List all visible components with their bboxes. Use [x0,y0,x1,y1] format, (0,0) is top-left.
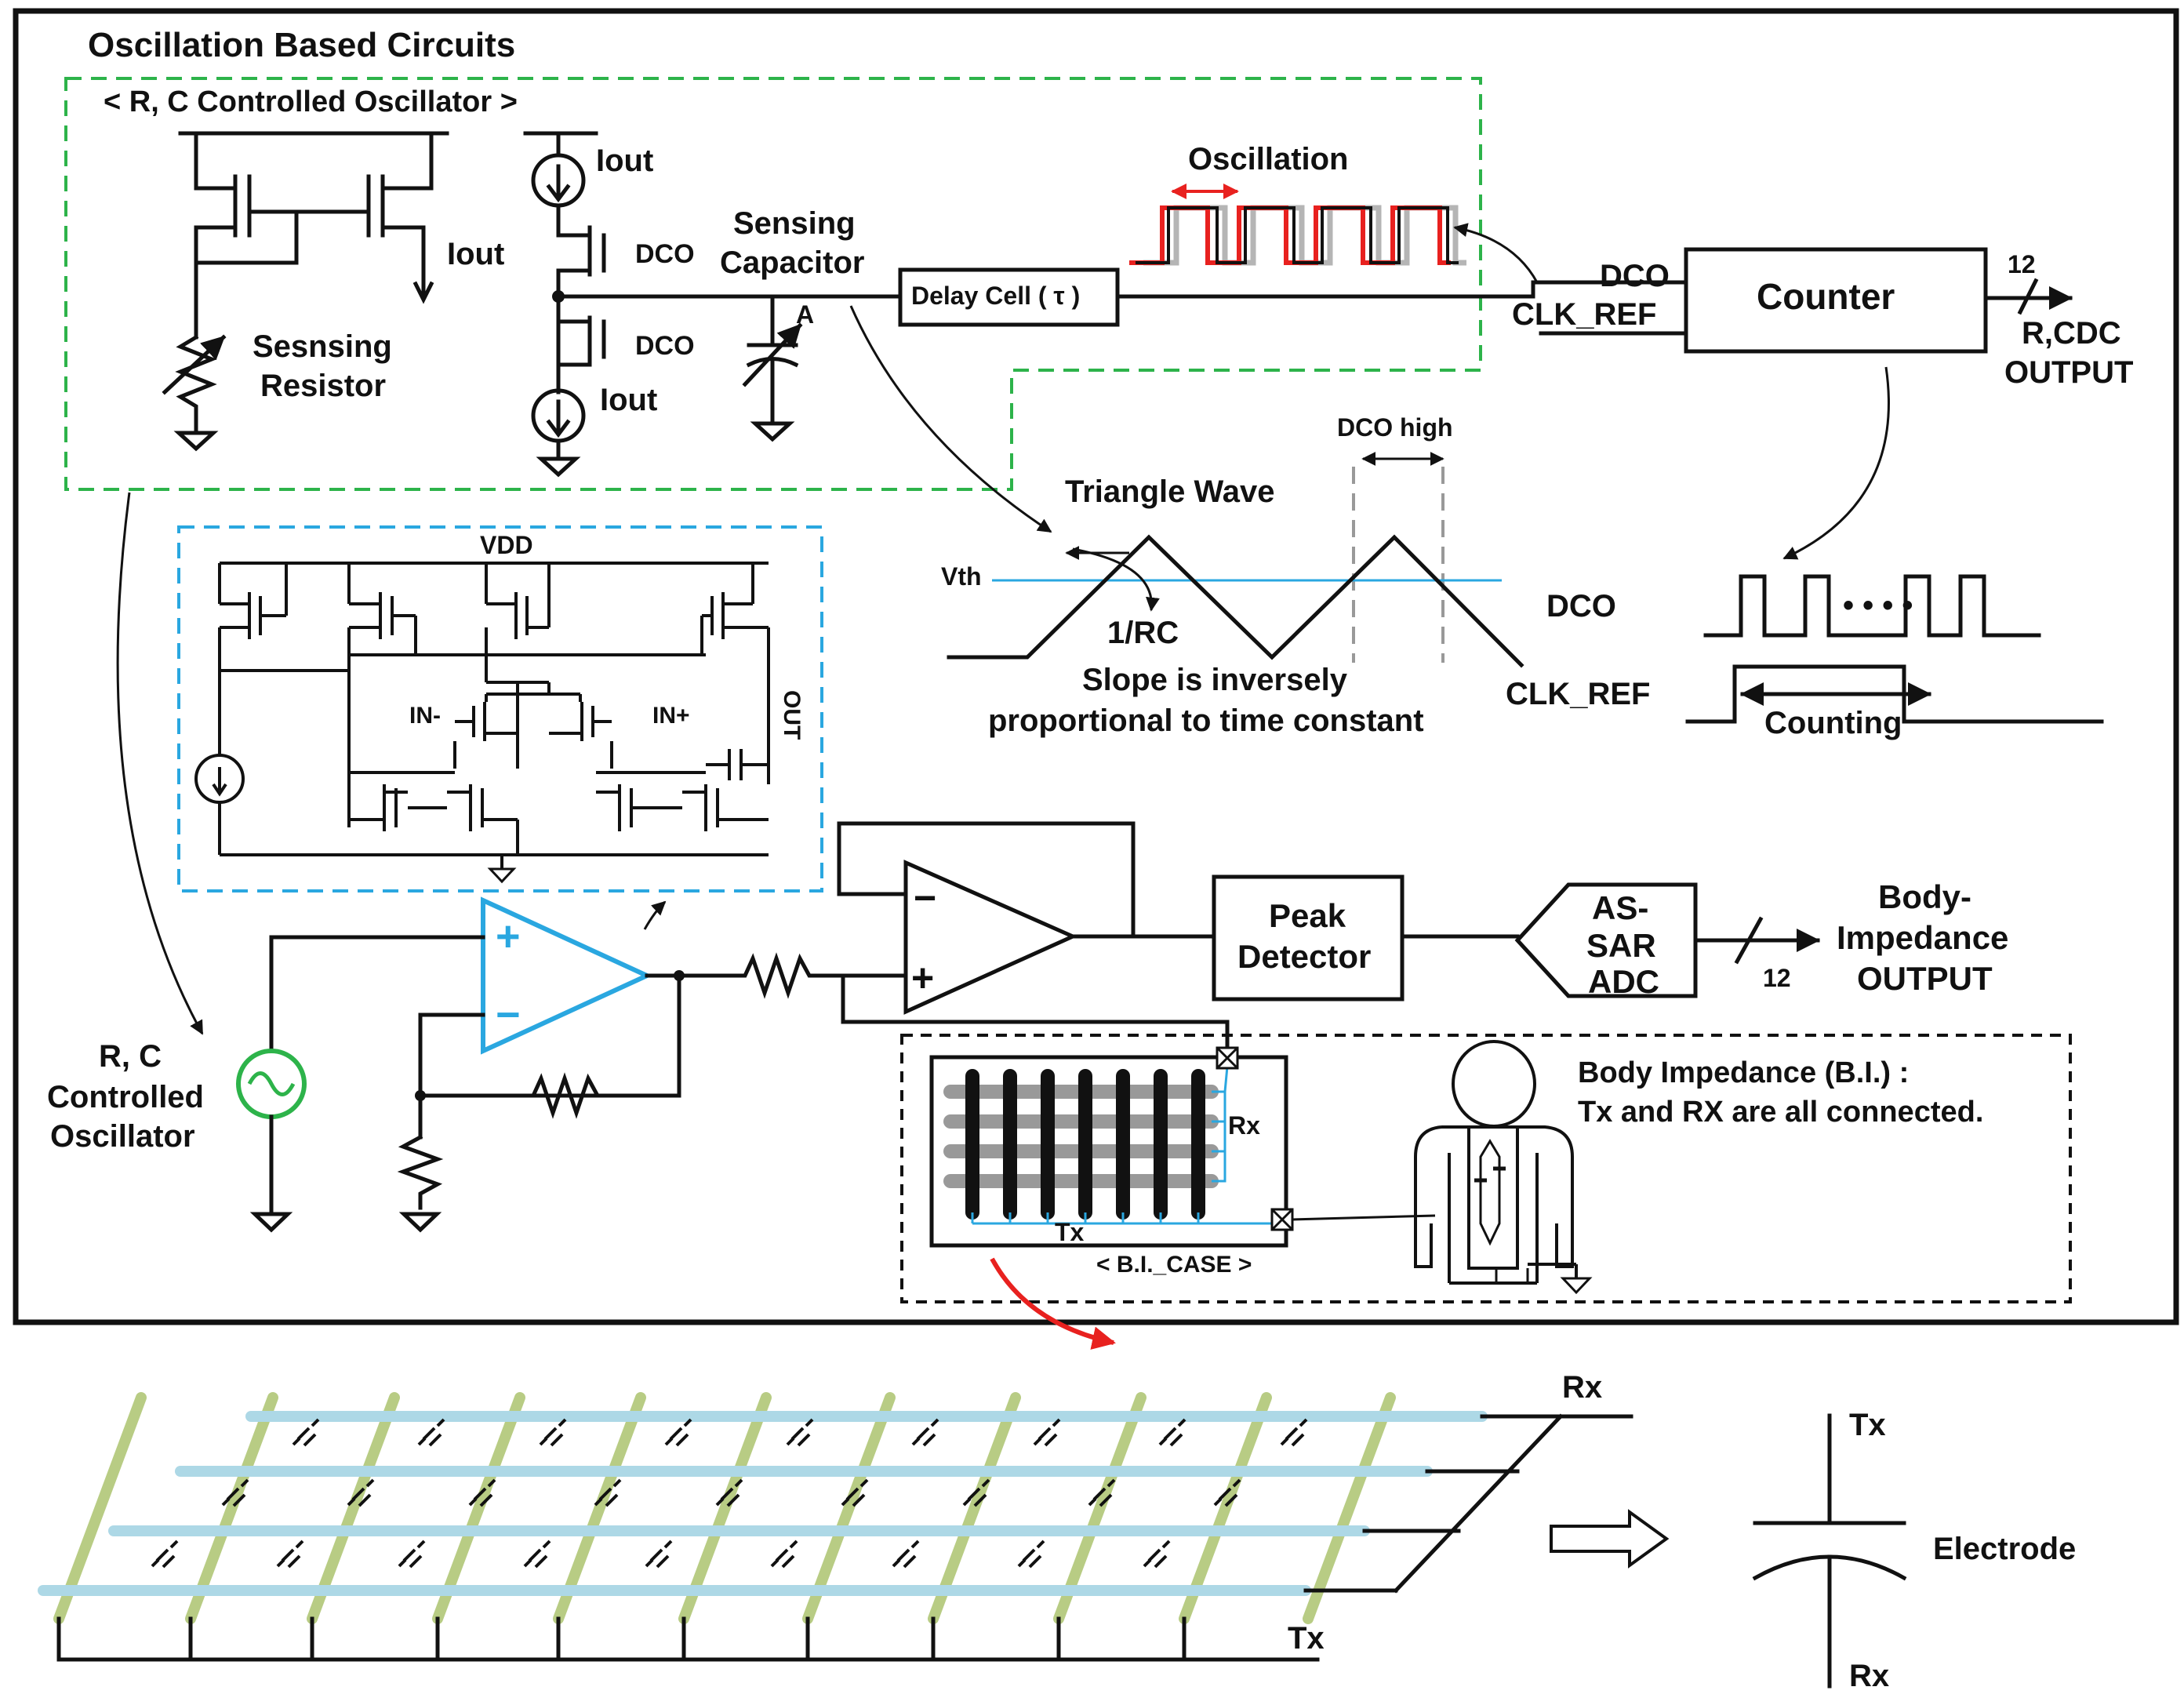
bi-output-label-1: Body- [1878,878,1971,915]
electrode-capacitor-symbol [1752,1413,1907,1689]
sensing-capacitor-label-1: Sensing [733,206,856,241]
outer-frame [13,8,2179,1325]
cap-tx-label: Tx [1849,1408,1886,1442]
peak-detector-label-1: Peak [1269,897,1346,934]
counter-output-label-2: OUTPUT [2004,355,2133,390]
bi-rx-label: Rx [1228,1111,1260,1140]
adc-box [1514,882,1698,998]
delay-cell-label: Delay Cell ( τ ) [911,282,1080,310]
peak-detector-box [1212,874,1405,1002]
sensing-resistor-label-2: Resistor [260,369,386,403]
buffer-plus: + [911,956,934,1000]
dco-gate-label-bottom: DCO [635,331,695,361]
counter-output-label-1: R,CDC [2022,316,2121,351]
clkref-wave-label: CLK_REF [1506,677,1650,711]
bi-output-label-3: OUTPUT [1857,960,1993,997]
oscillation-waveform [1129,184,1466,266]
blue-opamp [481,896,653,1055]
bi-output-label-2: Impedance [1837,919,2008,956]
dco-gate-label-top: DCO [635,239,695,269]
blue-opamp-plus: + [496,913,521,960]
dco-wave-label: DCO [1546,589,1616,623]
capacitor-to-triangle-arrow [849,305,1052,533]
adc-label-2: SAR [1586,927,1656,964]
bi-note-2: Tx and RX are all connected. [1578,1096,1983,1129]
iout-label-bottom: Iout [600,383,657,417]
opamp-link-arrow [643,900,667,930]
counter-label: Counter [1757,276,1895,317]
svg-text:• • • •: • • • • [1843,588,1913,623]
osc-label-2: Controlled [47,1080,204,1114]
sensing-capacitor-symbol [742,294,803,442]
osc-label-3: Oscillator [50,1119,195,1154]
delay-cell-box [898,267,1120,327]
adc-label-3: ADC [1588,963,1659,1000]
series-resistor [731,952,845,999]
counting-waveforms: • • • • [1685,574,2104,724]
rc-oscillator-label: < R, C Controlled Oscillator > [104,85,518,118]
one-over-rc-label: 1/RC [1107,616,1179,650]
triangle-wave-label: Triangle Wave [1065,474,1275,509]
counter-clkref-input-label: CLK_REF [1512,297,1656,332]
adc-bus-width: 12 [1763,964,1791,992]
bi-note-1: Body Impedance (B.I.) : [1578,1056,1909,1089]
blue-opamp-minus: − [496,991,521,1038]
out-label: OUT [779,690,805,740]
in-plus-label: IN+ [652,703,690,729]
osc-callout-arrow [116,492,204,1035]
slope-note-2: proportional to time constant [988,703,1424,738]
page-title: Oscillation Based Circuits [88,26,515,64]
vth-label: Vth [941,562,982,591]
opamp-transistors [194,562,770,884]
bi-tx-label: Tx [1055,1218,1085,1246]
sensing-resistor-symbol [162,334,227,452]
rc-oscillator-region [64,77,1482,491]
dco-high-label: DCO high [1337,413,1453,442]
cap-rx-label: Rx [1849,1659,1889,1693]
electrode-label: Electrode [1933,1532,2076,1566]
electrode-array [38,1392,1633,1662]
counter-bus-width: 12 [2008,250,2036,278]
buffer-opamp [903,860,1078,1015]
oscillation-label: Oscillation [1188,142,1349,176]
feedback-resistor [515,1072,614,1119]
dco-inverter [523,131,606,478]
red-zoom-arrow [990,1257,1116,1350]
bi-electrode-grid [943,1046,1294,1231]
in-minus-label: IN- [409,703,441,729]
sensing-resistor-label-1: Sesnsing [253,329,392,364]
human-figure-icon [1414,1040,1593,1295]
osc-label-1: R, C [99,1039,162,1074]
slope-note-1: Slope is inversely [1082,663,1348,697]
counter-to-counting-arrow [1782,366,1890,560]
triangle-wave [947,534,1524,668]
vdd-label: VDD [480,531,533,559]
iout-label-mirror: Iout [447,237,504,271]
bi-case-label: < B.I._CASE > [1096,1252,1252,1278]
opamp-schematic-region [177,525,823,892]
current-mirror [178,131,449,340]
peak-detector-label-2: Detector [1237,938,1371,975]
buffer-minus: − [914,876,936,920]
node-a-label: A [796,300,814,329]
ground-resistor [397,1134,444,1210]
equivalence-arrow [1550,1509,1670,1569]
iout-label-top: Iout [596,144,653,178]
counting-label: Counting [1764,706,1902,740]
bi-region [900,1034,2072,1303]
counter-dco-input-label: DCO [1600,259,1670,293]
counter-box [1684,247,1988,354]
array-rx-label: Rx [1562,1370,1602,1405]
feedback-curve-arrow [1453,223,1539,283]
sensing-capacitor-label-2: Capacitor [720,245,865,280]
adc-label-1: AS- [1592,889,1648,926]
array-tx-label: Tx [1288,1621,1325,1656]
